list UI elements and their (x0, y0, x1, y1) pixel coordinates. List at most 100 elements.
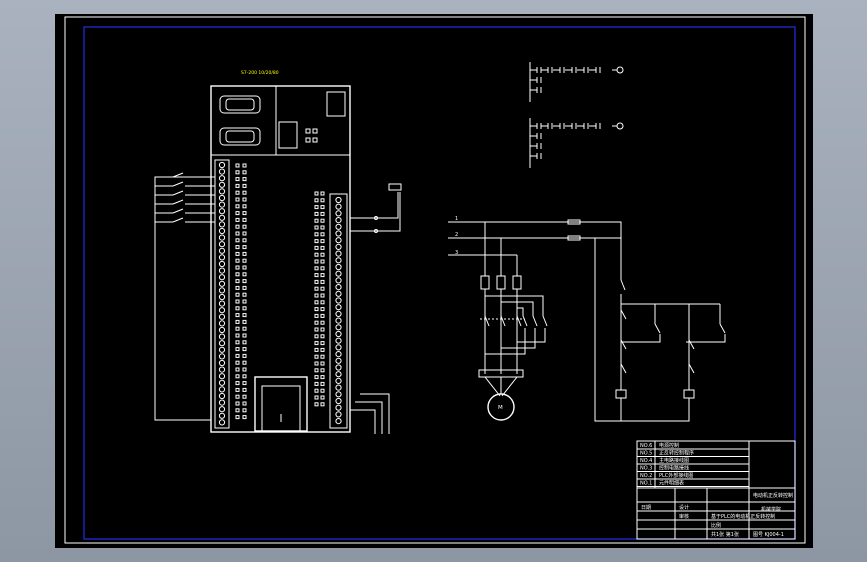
terminal-screw (335, 397, 342, 405)
control-circuit[interactable] (580, 221, 726, 422)
terminal-tag (242, 306, 247, 311)
terminal-screw (218, 214, 226, 221)
input-terminal-strip (214, 159, 230, 429)
terminal-tag (242, 374, 247, 379)
terminal-tag (320, 313, 325, 318)
terminal-tag (235, 408, 240, 413)
terminal-tag (320, 279, 325, 284)
terminal-screw (335, 196, 342, 204)
project-name: 基于PLC的电动机正反转控制 (711, 513, 775, 520)
terminal-screw (218, 241, 226, 248)
terminal-tag (320, 347, 325, 352)
holding-wire (621, 334, 661, 343)
terminal-screw (218, 392, 226, 400)
terminal-tag (314, 198, 319, 203)
switch-contact (172, 217, 184, 223)
terminal-screw (218, 274, 226, 281)
terminal-screw (335, 330, 342, 338)
terminal-tag (314, 347, 319, 352)
terminal-screw (218, 175, 226, 182)
terminal-screw (335, 230, 342, 237)
terminal-tag (235, 258, 240, 263)
terminal-screw (218, 386, 226, 393)
terminal-tag (320, 381, 325, 386)
terminal-tag (235, 394, 240, 399)
status-leds (305, 128, 318, 143)
terminal-screw (335, 290, 342, 297)
terminal-tag (235, 367, 240, 372)
terminal-tag (314, 245, 319, 250)
output-terminal-strip (329, 193, 348, 429)
terminal-tag (242, 333, 247, 338)
terminal-screw (218, 340, 226, 347)
terminal-screw (335, 344, 342, 351)
terminal-tag (320, 293, 325, 298)
drawing-viewport[interactable]: S7-200 10/20/80 (55, 14, 813, 548)
holding-contact (654, 323, 661, 334)
terminal-tag (242, 313, 247, 318)
terminal-tag (242, 381, 247, 386)
terminal-screw (218, 227, 226, 235)
contactor-km2 (485, 295, 548, 355)
sheet-label: 共1张 第1张 (711, 531, 739, 538)
control-contact (688, 339, 695, 350)
drawing-title: 电动机正反转控制 (753, 492, 793, 499)
main-power-circuit[interactable]: 1 2 3 (448, 216, 621, 421)
terminal-screw (335, 270, 342, 277)
terminal-screw (218, 379, 226, 386)
terminal-tag (314, 232, 319, 237)
terminal-screw (218, 346, 226, 353)
revision-number: NO.5 (640, 451, 652, 457)
terminal-tag (320, 211, 325, 216)
terminal-screw (218, 181, 226, 188)
ladder-program (529, 62, 624, 168)
terminal-tag (314, 320, 319, 325)
terminal-tag (235, 170, 240, 175)
terminal-tag (235, 224, 240, 229)
revision-text: 正反转控制程序 (659, 450, 694, 457)
terminal-tag (242, 190, 247, 195)
coil-km1 (615, 389, 627, 399)
terminal-tag (242, 353, 247, 358)
terminal-screw (218, 234, 226, 241)
terminal-tag (242, 401, 247, 406)
terminal-tag (320, 266, 325, 271)
terminal-tag (235, 374, 240, 379)
revision-number: NO.2 (640, 473, 652, 479)
terminal-tag (314, 388, 319, 393)
terminal-screw (218, 320, 226, 327)
terminal-tag (242, 340, 247, 345)
phase-label-2: 2 (455, 232, 458, 238)
terminal-tag (320, 205, 325, 210)
terminal-tag (235, 177, 240, 182)
terminal-tag (242, 163, 247, 168)
switch-contact (172, 199, 184, 205)
terminal-tag (320, 286, 325, 291)
terminal-tag (320, 307, 325, 312)
terminal-tag (242, 360, 247, 365)
plc-model-label: S7-200 10/20/80 (241, 70, 279, 76)
terminal-tag (320, 225, 325, 230)
revision-number: NO.3 (640, 466, 652, 472)
terminal-tag (320, 273, 325, 278)
terminal-tag (235, 190, 240, 195)
terminal-screw (218, 254, 226, 261)
terminal-screw (335, 391, 342, 398)
terminal-screw (335, 411, 342, 418)
terminal-screw (335, 263, 342, 271)
terminal-tag (314, 218, 319, 223)
switch-contact (172, 172, 184, 178)
terminal-tag (235, 272, 240, 277)
revision-number: NO.1 (640, 481, 652, 487)
terminal-tag (242, 170, 247, 175)
input-switch-group (154, 172, 215, 421)
terminal-screw (218, 208, 226, 215)
terminal-screw (335, 404, 342, 411)
terminal-tag (320, 334, 325, 339)
revision-text: 主电路接线图 (659, 457, 689, 464)
plc-module[interactable]: S7-200 10/20/80 (210, 70, 351, 433)
terminal-tag (314, 225, 319, 230)
terminal-tag (320, 361, 325, 366)
terminal-tag (235, 238, 240, 243)
